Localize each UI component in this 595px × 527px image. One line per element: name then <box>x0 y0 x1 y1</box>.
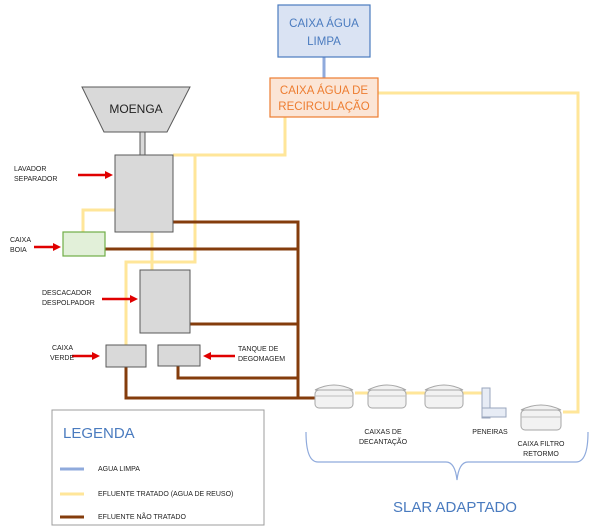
arrow-lavador-head <box>105 171 113 179</box>
arrow-tanque <box>203 352 235 360</box>
slar-title: SLAR ADAPTADO <box>393 499 517 516</box>
arrow-verde-head <box>92 352 100 360</box>
pipe-verde-loop <box>124 367 298 400</box>
label-decantacao-1: CAIXAS DE <box>364 429 402 436</box>
moenga-hopper <box>81 86 191 133</box>
arrow-descascador-head <box>130 295 138 303</box>
peneiras-column <box>481 387 491 419</box>
moenga-label: MOENGA <box>109 102 162 116</box>
slar-brace <box>305 431 589 481</box>
legend-item-treated: EFLUENTE TRATADO (AGUA DE REUSO) <box>98 491 233 498</box>
tank-3-body <box>424 389 464 409</box>
arrow-tanque-head <box>203 352 211 360</box>
clean-water-box-rect <box>277 4 371 58</box>
legend: LEGENDA AGUA LIMPA EFLUENTE TRATADO (AGU… <box>51 409 265 526</box>
legend-frame <box>51 409 265 526</box>
decantation-tank-2 <box>367 384 407 409</box>
arrow-lavador <box>78 171 113 179</box>
label-peneiras: PENEIRAS <box>472 429 508 436</box>
arrow-boia <box>34 243 61 251</box>
tanque-degomagem-box <box>157 344 201 367</box>
label-boia-2: BOIA <box>10 247 27 254</box>
label-lavador-2: SEPARADOR <box>14 176 57 183</box>
filter-tank-lid <box>520 404 562 411</box>
tank-2-body <box>367 389 407 409</box>
recirculation-box: CAIXA ÁGUA DE RECIRCULAÇÃO <box>269 77 379 118</box>
label-boia-1: CAIXA <box>10 237 31 244</box>
pipe-lavador-to-boia <box>81 208 115 232</box>
label-verde-1: CAIXA <box>52 345 73 352</box>
arrow-boia-head <box>53 243 61 251</box>
pipe-lavador-right <box>173 220 325 400</box>
pipe-recirc-left-branch <box>124 153 285 345</box>
treated-pipes <box>81 91 580 414</box>
label-descascador-2: DESPOLPADOR <box>42 300 95 307</box>
untreated-pipes <box>105 220 325 400</box>
peneiras-base <box>481 407 507 418</box>
peneiras <box>481 387 507 419</box>
filter-tank-body <box>520 409 562 431</box>
decantation-tank-3 <box>424 384 464 409</box>
clean-water-box: CAIXA ÁGUA LIMPA <box>277 4 371 58</box>
clean-water-box-label-1: CAIXA ÁGUA <box>289 17 359 30</box>
caixa-boia-box <box>62 231 106 257</box>
label-tanque-2: DEGOMAGEM <box>238 356 285 363</box>
label-decantacao-2: DECANTAÇÃO <box>359 437 408 446</box>
legend-item-untreated: EFLUENTE NÃO TRATADO <box>98 512 186 521</box>
legend-item-clean: AGUA LIMPA <box>98 466 140 473</box>
moenga: MOENGA <box>81 86 191 156</box>
tank-1-lid <box>314 384 354 391</box>
label-verde-2: VERDE <box>50 355 74 362</box>
filter-tank <box>520 404 562 431</box>
decantation-tank-1 <box>314 384 354 409</box>
red-arrows <box>34 171 235 360</box>
arrow-verde <box>72 352 100 360</box>
recirculation-box-label-2: RECIRCULAÇÃO <box>278 100 369 113</box>
pipe-recirc-to-lavador <box>173 117 287 157</box>
recirculation-box-rect <box>269 77 379 118</box>
moenga-neck <box>139 131 146 156</box>
pipe-recirc-right-loop <box>378 91 580 414</box>
lavador-separador-box <box>114 154 174 233</box>
recirculation-box-label-1: CAIXA ÁGUA DE <box>280 84 369 97</box>
tank-2-lid <box>367 384 407 391</box>
arrow-descascador <box>102 295 138 303</box>
label-descascador-1: DESCACADOR <box>42 290 91 297</box>
caixa-verde-box <box>105 344 147 368</box>
legend-title: LEGENDA <box>63 425 135 442</box>
slar-system: CAIXAS DE DECANTAÇÃO PENEIRAS CAIXA FILT… <box>305 384 589 516</box>
label-filtro-1: CAIXA FILTRO <box>518 441 565 448</box>
label-filtro-2: RETORMO <box>523 451 559 458</box>
pipe-tanque-loop <box>176 366 298 380</box>
label-tanque-1: TANQUE DE <box>238 346 279 353</box>
side-labels: LAVADOR SEPARADOR CAIXA BOIA DESCACADOR … <box>10 166 285 363</box>
label-lavador-1: LAVADOR <box>14 166 46 173</box>
descascador-box <box>139 269 191 334</box>
clean-water-box-label-2: LIMPA <box>307 36 341 48</box>
tank-3-lid <box>424 384 464 391</box>
tank-1-body <box>314 389 354 409</box>
